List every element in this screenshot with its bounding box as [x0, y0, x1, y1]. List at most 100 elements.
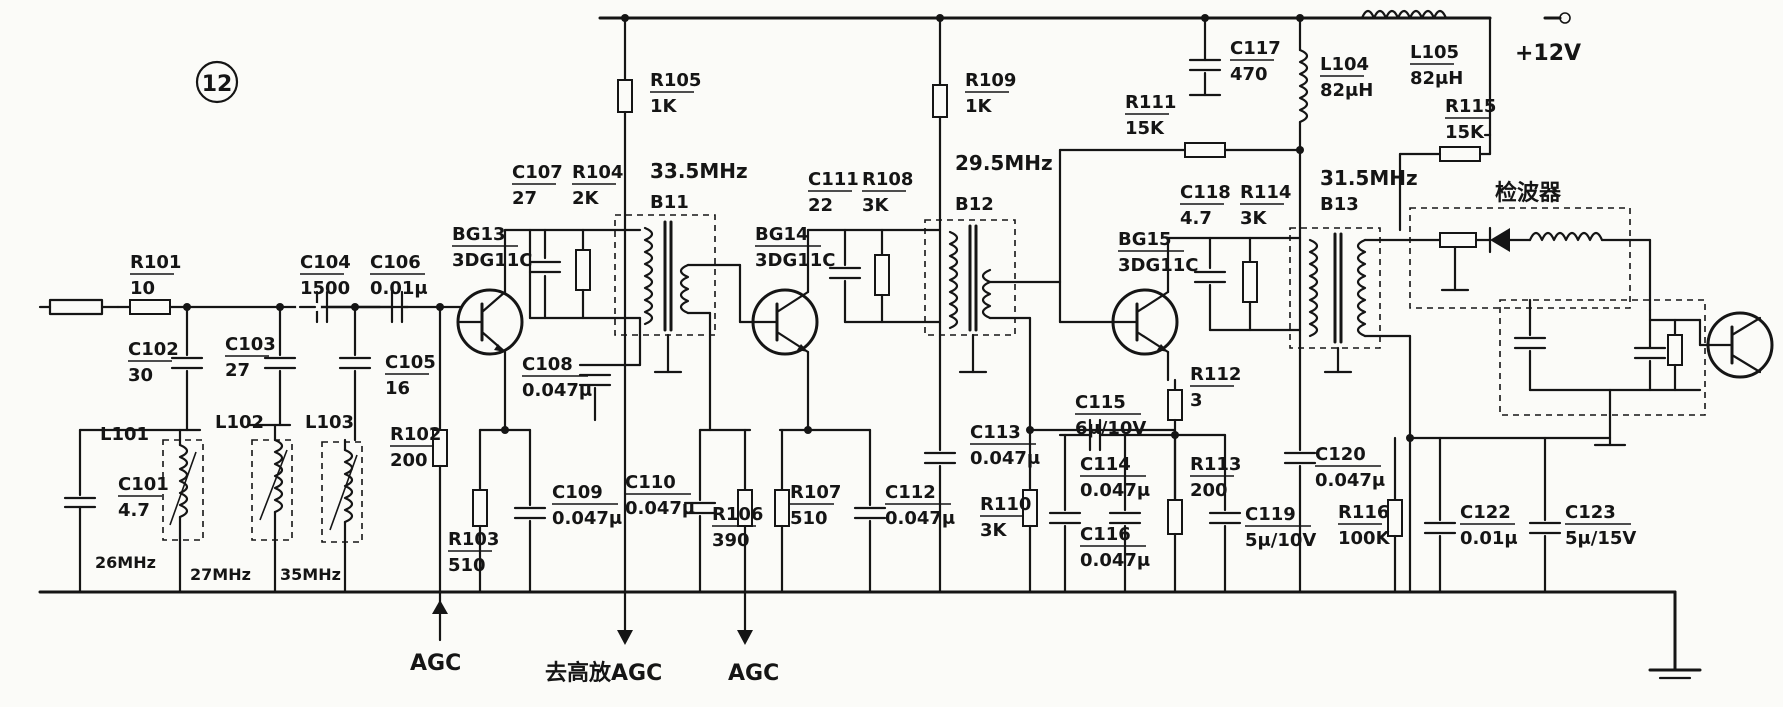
r114-resistor: [1242, 261, 1258, 303]
l102-coil: [273, 438, 284, 514]
component-id: C103: [225, 334, 276, 355]
tune-l101: 26MHz: [95, 553, 156, 572]
freq-b11: 33.5MHz: [650, 159, 748, 183]
detector-label: 检波器: [1495, 180, 1562, 206]
component-value: 1500: [300, 278, 350, 299]
component-id: C117: [1230, 38, 1281, 59]
component-id: R112: [1190, 364, 1241, 385]
r109-resistor: [932, 84, 948, 118]
component-id: C109: [552, 482, 603, 503]
detector-box: [1408, 207, 1652, 312]
freq-b13: 31.5MHz: [1320, 166, 1418, 190]
component-labels: R10110C1014.7C10230C10327C1041500C10516C…: [100, 38, 1636, 576]
r104-resistor: [575, 249, 591, 291]
component-value: 510: [790, 508, 828, 529]
bg14-transistor: [738, 288, 819, 356]
component-id: C105: [385, 352, 436, 373]
r113-resistor: [1167, 499, 1183, 535]
component-value: 0.047μ: [1080, 550, 1150, 571]
component-id: C115: [1075, 392, 1126, 413]
component-id: L104: [1320, 54, 1369, 75]
component-id: R116: [1338, 502, 1389, 523]
component-id: C101: [118, 474, 169, 495]
component-value: 3K: [862, 195, 890, 216]
r108-resistor: [874, 254, 890, 296]
component-value: 27: [225, 360, 250, 381]
component-value: 5μ/10V: [1245, 530, 1316, 551]
tune-l103: 35MHz: [280, 565, 341, 584]
component-value: 3K: [1240, 208, 1268, 229]
component-value: 0.047μ: [1080, 480, 1150, 501]
component-value: 470: [1230, 64, 1268, 85]
component-value: 1K: [650, 96, 678, 117]
component-id: L101: [100, 424, 149, 445]
component-value: 16: [385, 378, 410, 399]
label-l101: L101: [100, 424, 149, 445]
r112-resistor: [1167, 389, 1183, 421]
agc-label-2: 去高放AGC: [545, 660, 662, 686]
bg15-transistor: [1058, 288, 1179, 356]
r103-resistor: [472, 489, 488, 527]
component-id: R108: [862, 169, 913, 190]
component-value: 0.047μ: [552, 508, 622, 529]
component-id: C110: [625, 472, 676, 493]
r111-resistor: [1184, 142, 1226, 158]
supply-label: +12V: [1515, 41, 1581, 66]
component-id: B13: [1320, 194, 1359, 215]
component-id: R113: [1190, 454, 1241, 475]
component-id: L105: [1410, 42, 1459, 63]
component-id: C111: [808, 169, 859, 190]
component-id: R114: [1240, 182, 1291, 203]
label-b12: B12: [955, 194, 994, 215]
label-c116: C116 0.047μ: [1080, 524, 1150, 571]
svg-text:12: 12: [202, 72, 233, 97]
component-value: 5μ/15V: [1565, 528, 1636, 549]
component-id: R106: [712, 504, 763, 525]
label-c123: C123 5μ/15V: [1565, 502, 1636, 549]
component-value: 2K: [572, 188, 600, 209]
r105-resistor: [617, 79, 633, 113]
component-value: 0.01μ: [1460, 528, 1518, 549]
figure-number: 12: [195, 60, 239, 104]
component-id: C112: [885, 482, 936, 503]
component-id: R103: [448, 529, 499, 550]
component-value: 3K: [980, 520, 1008, 541]
b13-transformer: [1289, 227, 1381, 349]
label-c109: C109 0.047μ: [552, 482, 622, 529]
component-id: C114: [1080, 454, 1131, 475]
label-c105: C105 16: [385, 352, 436, 399]
component-value: 3DG11C: [452, 250, 533, 271]
component-id: B12: [955, 194, 994, 215]
component-value: 82μH: [1410, 68, 1463, 89]
label-l103: L103: [305, 412, 354, 433]
component-id: C113: [970, 422, 1021, 443]
l104-coil: [1298, 48, 1309, 124]
component-value: 4.7: [1180, 208, 1212, 229]
component-value: 3: [1190, 390, 1203, 411]
junction-dots: [183, 14, 1414, 442]
component-id: C116: [1080, 524, 1131, 545]
component-id: C123: [1565, 502, 1616, 523]
label-c117: C117 470: [1230, 38, 1281, 85]
component-id: C118: [1180, 182, 1231, 203]
label-l105: L105 82μH: [1410, 42, 1463, 89]
component-value: 22: [808, 195, 833, 216]
